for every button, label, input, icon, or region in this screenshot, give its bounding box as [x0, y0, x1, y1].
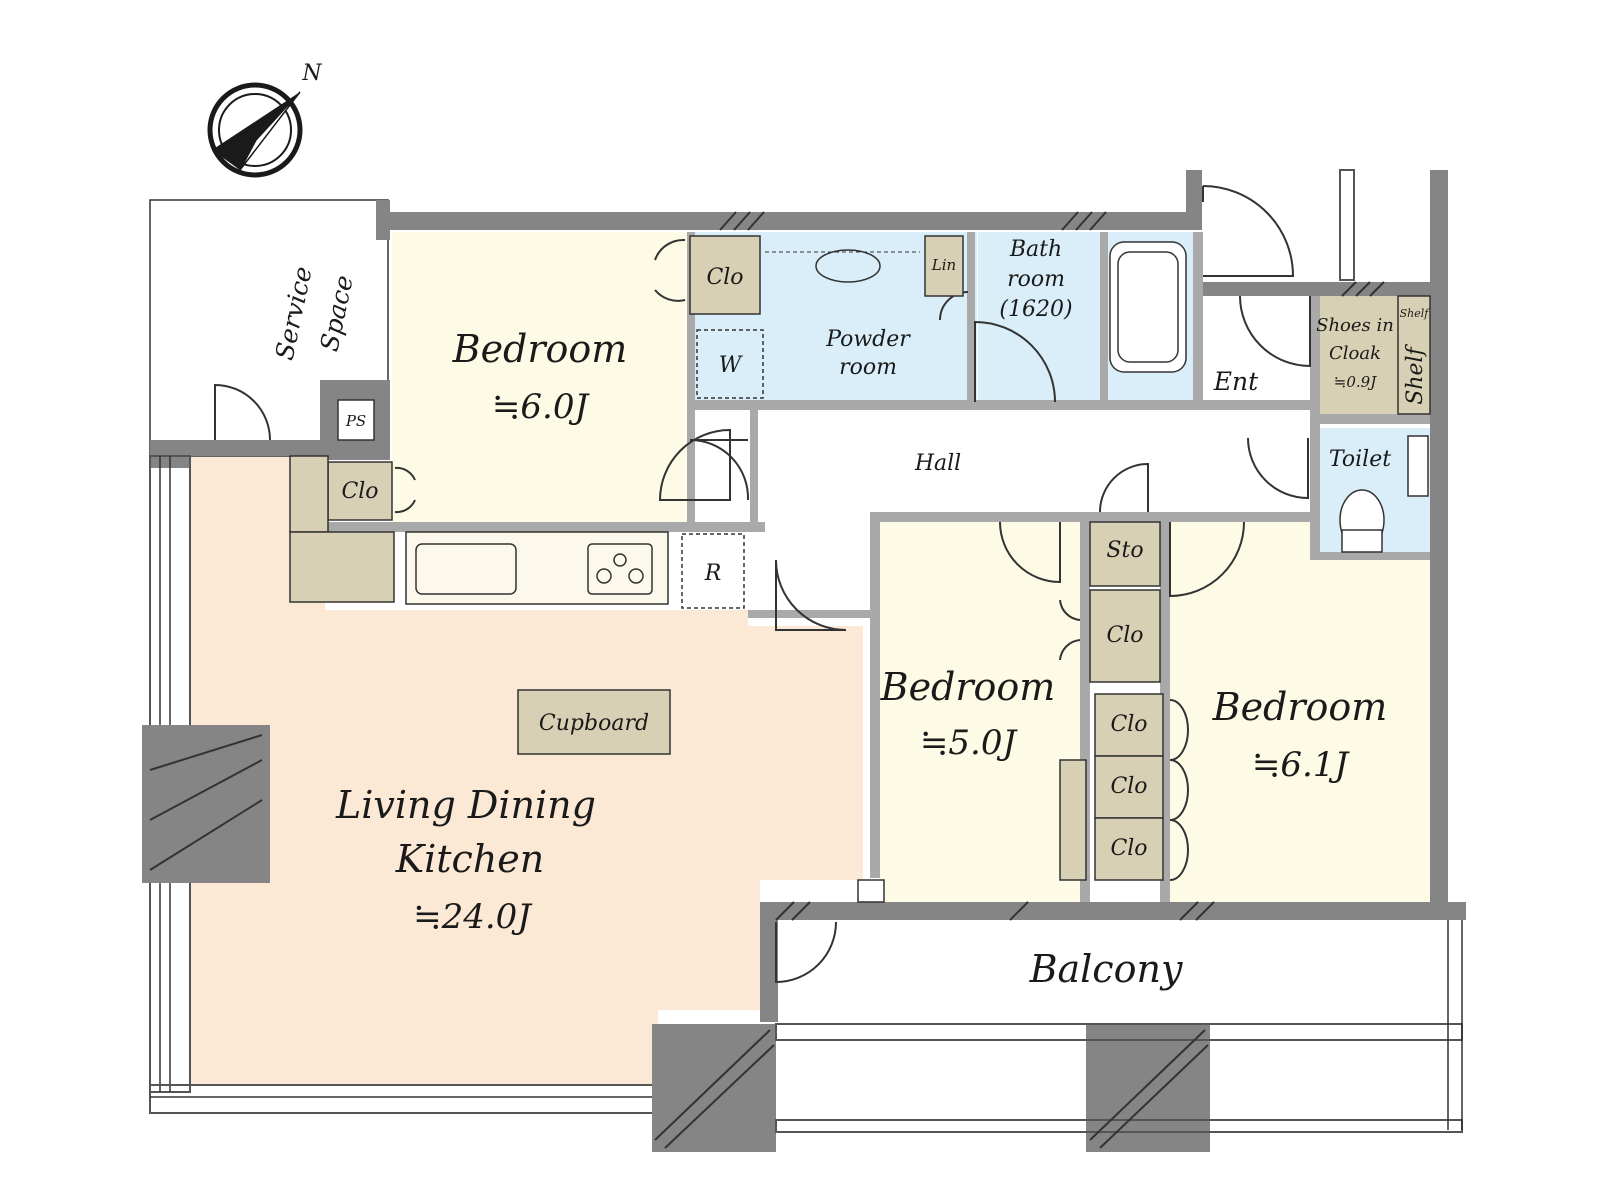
compass-label: N: [301, 61, 322, 86]
cupboard-box: [517, 689, 671, 755]
shelf-small-label: Shelf: [1400, 307, 1431, 320]
clo-e3-label: Clo: [1110, 836, 1147, 861]
wall-hatches: [149, 211, 1385, 1149]
refrigerator-label: R: [704, 561, 722, 586]
balcony-label: Balcony: [1029, 947, 1183, 991]
clo-ldk-box: [327, 461, 393, 521]
bedroom-mid-area: ≒5.0J: [920, 723, 1019, 763]
doors: [214, 185, 1311, 984]
clo-e2-box: [1094, 755, 1164, 819]
shoes-cloak-area: ≒0.9J: [1334, 373, 1377, 391]
shelf-box: [1397, 295, 1431, 415]
entrance-label: Ent: [1213, 367, 1259, 396]
linen-label: Lin: [931, 256, 956, 274]
bath-label-2: room: [1007, 267, 1065, 292]
clo-mid-box: [1089, 589, 1161, 683]
shoes-cloak-label-1: Shoes in: [1316, 315, 1394, 336]
ps-label: PS: [345, 412, 366, 430]
ldk-floor: [190, 456, 863, 1085]
shelf-tall-label: Shelf: [1403, 343, 1428, 404]
shoes-cloak-label-2: Cloak: [1329, 343, 1381, 364]
ldk-area: ≒24.0J: [413, 897, 533, 937]
ps-box: [337, 399, 375, 441]
cupboard-label: Cupboard: [539, 711, 649, 736]
linen-box: [924, 235, 964, 297]
bedroom-se-floor: [1170, 522, 1430, 902]
bedroom-se-name: Bedroom: [1212, 685, 1388, 729]
clo-nw-box: [689, 235, 761, 315]
bedroom-nw-area: ≒6.0J: [492, 387, 591, 427]
powder-room-label-2: room: [839, 355, 897, 380]
clo-nw-label: Clo: [706, 265, 743, 290]
clo-e2-label: Clo: [1110, 774, 1147, 799]
clo-mid-label: Clo: [1106, 623, 1143, 648]
hall-label: Hall: [914, 451, 961, 476]
clo-e3-box: [1094, 817, 1164, 881]
north-compass: N: [207, 61, 322, 178]
powder-room-label-1: Powder: [825, 327, 911, 352]
kitchen-counter: [405, 531, 669, 605]
bedroom-nw-floor: [392, 232, 687, 522]
bedroom-se-area: ≒6.1J: [1252, 745, 1351, 785]
bath-label-1: Bath: [1009, 237, 1062, 262]
washer-label: W: [719, 353, 744, 378]
service-space-label-1: Service: [270, 264, 318, 363]
ldk-label-1: Living Dining: [335, 783, 596, 827]
clo-e1-label: Clo: [1110, 712, 1147, 737]
bedroom-nw-name: Bedroom: [452, 327, 628, 371]
bedroom-mid-floor: [880, 522, 1080, 902]
toilet-label: Toilet: [1329, 447, 1391, 472]
closets-fixtures: [289, 235, 1431, 903]
service-space-label-2: Space: [315, 273, 359, 354]
storage-label: Sto: [1106, 538, 1143, 563]
ldk-label-2: Kitchen: [395, 837, 545, 881]
clo-ldk-label: Clo: [341, 479, 378, 504]
sto-box: [1089, 521, 1161, 587]
bedroom-mid-name: Bedroom: [880, 665, 1056, 709]
bath-label-3: (1620): [999, 297, 1072, 322]
